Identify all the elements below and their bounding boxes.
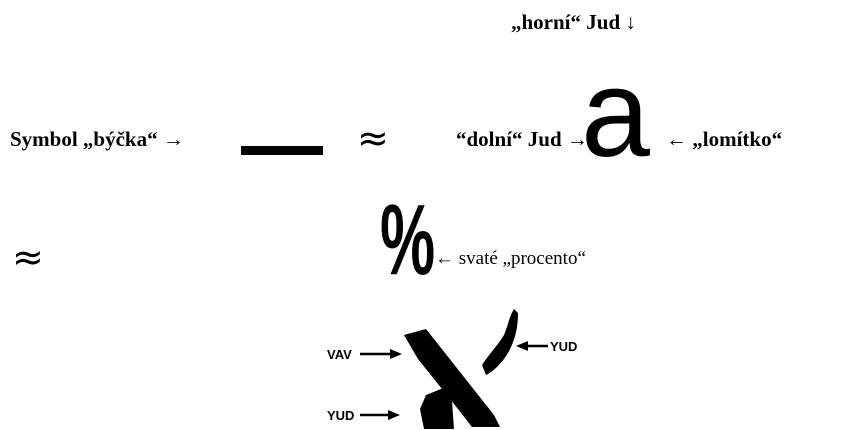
vav-label: VAV bbox=[327, 347, 352, 362]
yud-bottom-label: YUD bbox=[327, 408, 354, 423]
approx-sign-left: ≈ bbox=[12, 235, 44, 279]
yud-top-arrow bbox=[516, 341, 548, 351]
upper-jud-label: „horní“ Jud ↓ bbox=[511, 10, 636, 34]
aleph-letter bbox=[404, 309, 518, 429]
lower-jud-label: “dolní“ Jud → bbox=[456, 127, 588, 151]
bull-symbol-bar bbox=[241, 146, 323, 155]
vav-arrow bbox=[360, 349, 402, 359]
approx-sign-top: ≈ bbox=[357, 116, 389, 160]
holy-percent-label: ← svaté „procento“ bbox=[435, 248, 586, 269]
slash-label: ← „lomítko“ bbox=[666, 127, 783, 151]
yud-top-label: YUD bbox=[550, 339, 577, 354]
percent-symbol: % bbox=[380, 184, 435, 296]
aleph-diagram: VAV YUD YUD bbox=[327, 309, 577, 429]
big-letter-a: a bbox=[581, 45, 650, 183]
yud-bottom-arrow bbox=[360, 410, 400, 420]
bull-symbol-label: Symbol „býčka“ → bbox=[10, 127, 184, 151]
